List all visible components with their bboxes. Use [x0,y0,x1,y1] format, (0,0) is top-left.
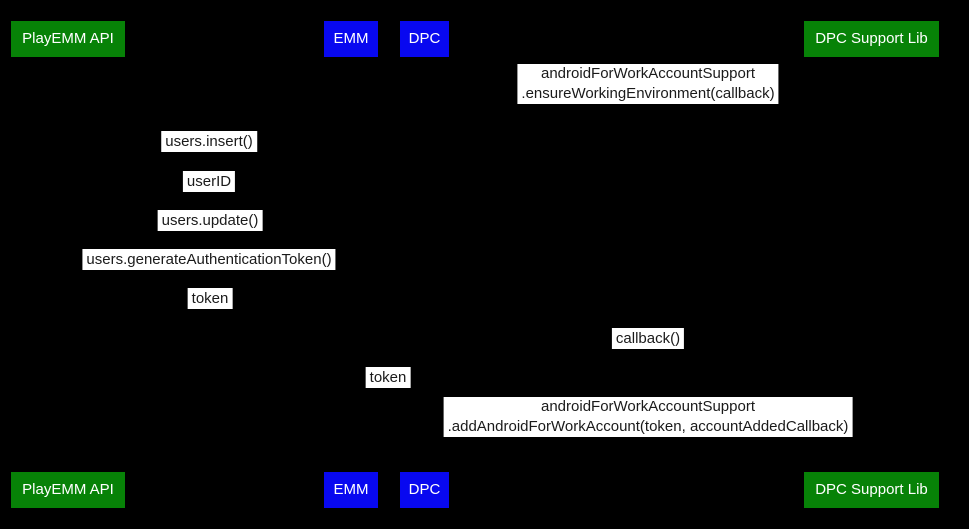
actor-dpc-support-lib-bottom: DPC Support Lib [804,472,939,508]
message-users-update: users.update() [157,210,263,231]
actor-emm-top: EMM [324,21,378,57]
message-ensure-working-environment: androidForWorkAccountSupport .ensureWork… [517,64,779,104]
message-add-android-for-work-account: androidForWorkAccountSupport .addAndroid… [443,397,853,437]
actor-dpc-bottom: DPC [400,472,449,508]
actor-playemm-api-top: PlayEMM API [11,21,125,57]
message-line: .ensureWorkingEnvironment(callback) [521,85,775,102]
actor-emm-bottom: EMM [324,472,378,508]
message-token-return: token [187,288,233,309]
actor-playemm-api-bottom: PlayEMM API [11,472,125,508]
message-callback: callback() [611,328,685,349]
message-generate-authentication-token: users.generateAuthenticationToken() [82,249,336,270]
message-users-insert: users.insert() [161,131,257,152]
message-user-id: userID [182,171,236,192]
message-line: androidForWorkAccountSupport [540,65,755,82]
actor-dpc-support-lib-top: DPC Support Lib [804,21,939,57]
message-line: androidForWorkAccountSupport [541,398,755,415]
actor-dpc-top: DPC [400,21,449,57]
message-token-forward: token [365,367,411,388]
message-line: .addAndroidForWorkAccount(token, account… [447,418,849,435]
